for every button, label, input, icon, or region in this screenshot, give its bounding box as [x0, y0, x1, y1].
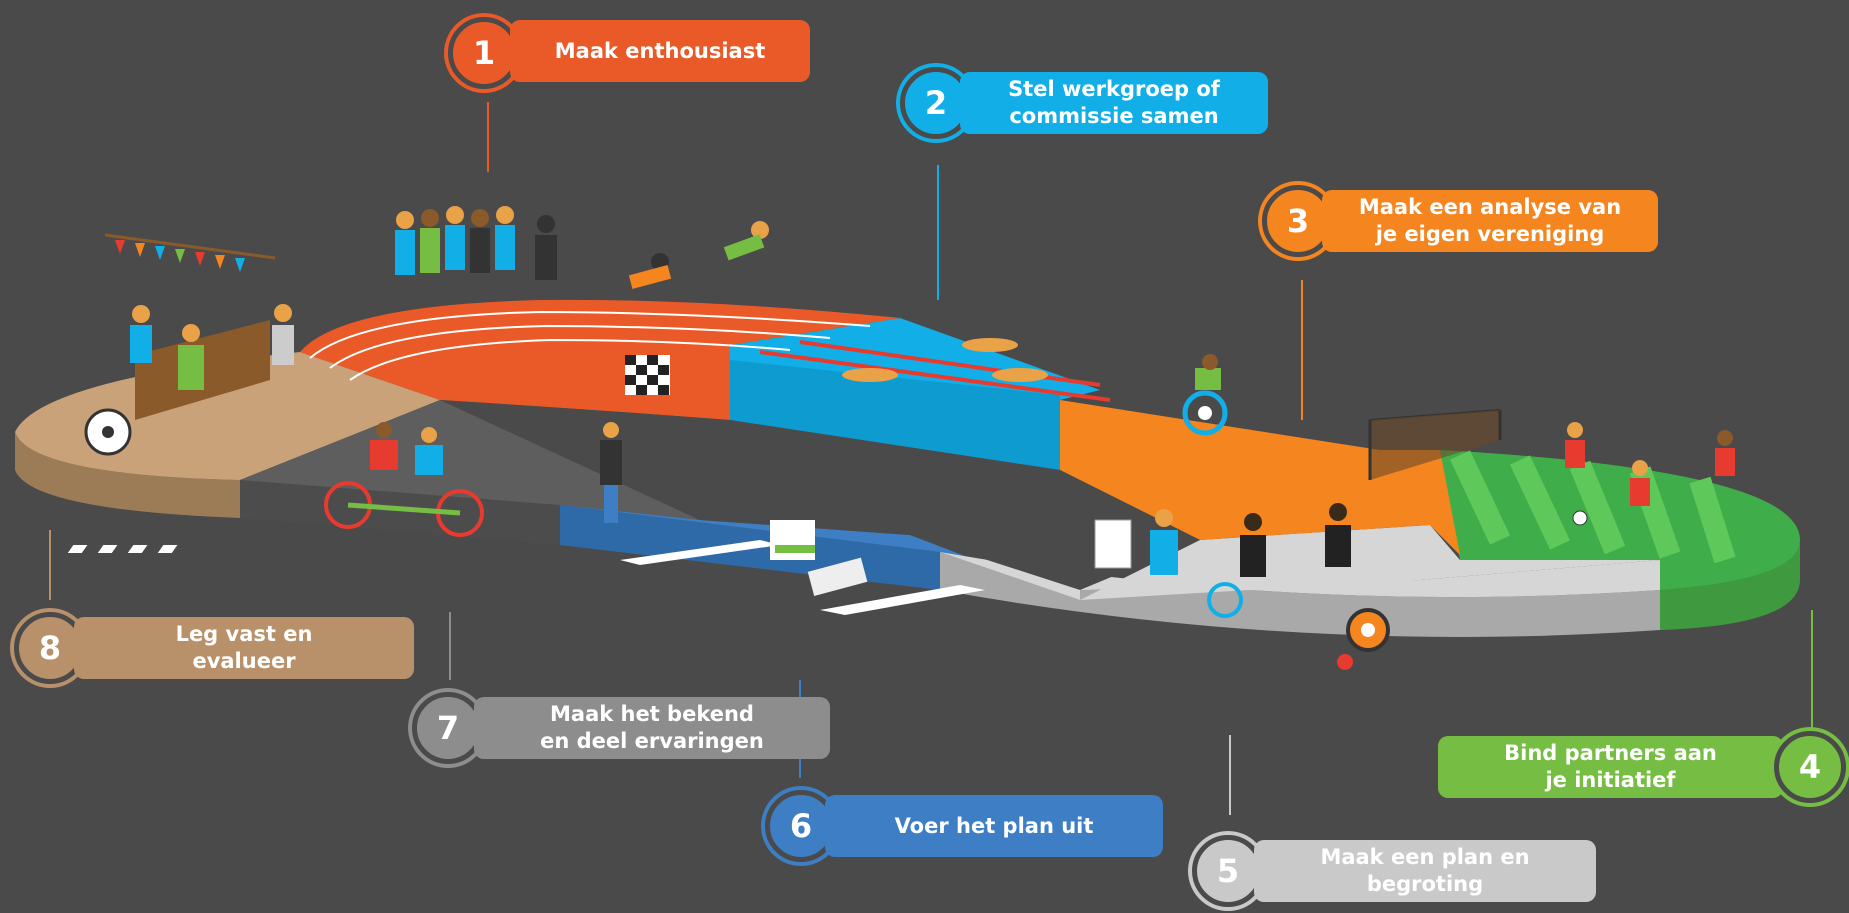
step-3: 3 Maak een analyse van je eigen verenigi… [1262, 185, 1662, 257]
step-label: Bind partners aan je initiatief [1438, 736, 1783, 798]
step-7: 7 Maak het bekend en deel ervaringen [412, 692, 832, 764]
tennis-net [1368, 409, 1502, 480]
tandem-bike-figure [324, 422, 484, 537]
swimmer-figures [842, 338, 1048, 382]
wheelchair-group-figures [1094, 503, 1390, 670]
step-number-badge: 1 [448, 17, 520, 89]
flag-figure [600, 355, 670, 523]
crowd-figures [395, 206, 557, 280]
step-label: Maak enthousiast [510, 20, 810, 82]
step-6: 6 Voer het plan uit [765, 790, 1165, 862]
finish-line [67, 545, 178, 553]
step-label: Maak het bekend en deel ervaringen [474, 697, 830, 759]
step-2: 2 Stel werkgroep of commissie samen [900, 67, 1270, 139]
step-label: Voer het plan uit [825, 795, 1163, 857]
step-1: 1 Maak enthousiast [448, 17, 814, 89]
step-5: 5 Maak een plan en begroting [1192, 835, 1596, 907]
step-label: Leg vast en evalueer [74, 617, 414, 679]
runner-figures [628, 221, 769, 289]
bar-figures [84, 233, 294, 456]
step-label: Maak een plan en begroting [1254, 840, 1596, 902]
judo-figures [770, 520, 868, 597]
step-8: 8 Leg vast en evalueer [14, 612, 416, 684]
step-label: Stel werkgroep of commissie samen [960, 72, 1268, 134]
step-number-badge: 4 [1774, 731, 1846, 803]
step-label: Maak een analyse van je eigen vereniging [1322, 190, 1658, 252]
football-figures [1565, 422, 1735, 526]
step-4: Bind partners aan je initiatief 4 [1438, 731, 1846, 803]
step-number-badge: 5 [1192, 835, 1264, 907]
track-surfaces [15, 299, 1800, 615]
wheelchair-tennis-figure [1182, 354, 1228, 436]
